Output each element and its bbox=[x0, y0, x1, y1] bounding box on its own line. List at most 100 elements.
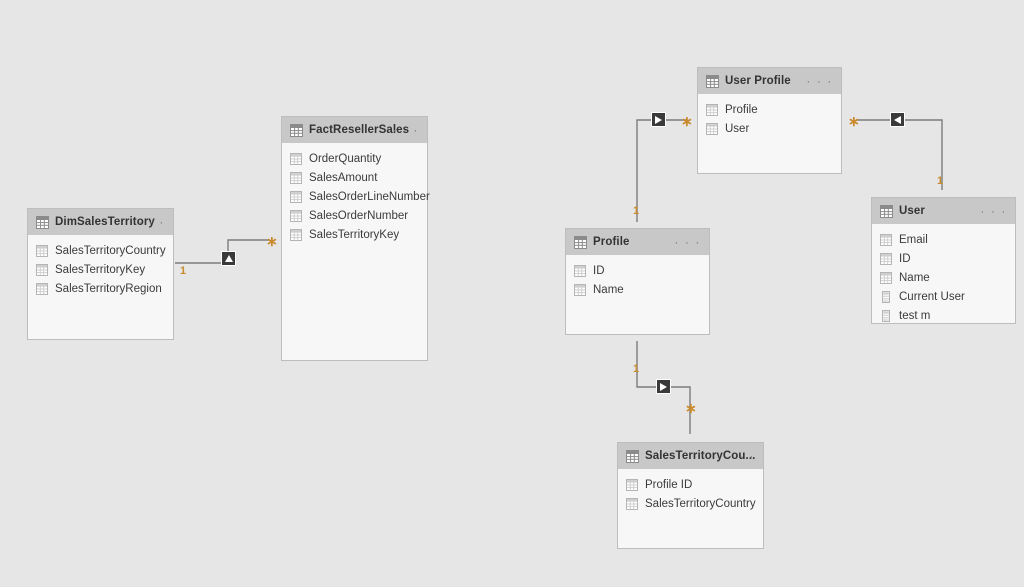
field-row[interactable]: Profile bbox=[698, 100, 841, 119]
table-title: User bbox=[899, 205, 925, 217]
column-icon bbox=[36, 282, 48, 295]
relationship-line-rel-userprofile-user[interactable] bbox=[857, 119, 943, 190]
field-row[interactable]: SalesOrderLineNumber bbox=[282, 187, 430, 206]
table-card-sales-territory-country[interactable]: SalesTerritoryCou...· · · Profile ID Sales… bbox=[617, 442, 764, 549]
field-row[interactable]: Profile ID bbox=[618, 475, 763, 494]
column-icon bbox=[880, 233, 892, 246]
table-menu-icon[interactable]: · · · bbox=[674, 235, 701, 249]
table-menu-icon[interactable]: · · · bbox=[392, 123, 419, 137]
column-icon bbox=[290, 228, 302, 241]
table-menu-icon[interactable]: · · · bbox=[138, 215, 165, 229]
field-row[interactable]: User bbox=[698, 119, 841, 138]
column-icon bbox=[36, 263, 48, 276]
field-label: Email bbox=[899, 233, 928, 246]
table-card-profile[interactable]: Profile · · · ID Name bbox=[565, 228, 710, 335]
field-row[interactable]: ID bbox=[566, 261, 709, 280]
table-header-fact-reseller-sales[interactable]: FactResellerSales· · · bbox=[282, 117, 427, 143]
column-icon bbox=[574, 264, 586, 277]
column-icon bbox=[626, 478, 638, 491]
field-row[interactable]: SalesTerritoryKey bbox=[28, 260, 173, 279]
cardinality-many-label: ∗ bbox=[681, 113, 693, 129]
filter-direction-arrow-icon[interactable] bbox=[651, 112, 666, 127]
arrow-triangle bbox=[224, 255, 233, 262]
table-header-user-profile[interactable]: User Profile · · · bbox=[698, 68, 841, 94]
filter-direction-arrow-icon[interactable] bbox=[221, 251, 236, 266]
table-fields-sales-territory-country: Profile ID SalesTerritoryCountry bbox=[618, 469, 763, 513]
arrow-triangle bbox=[660, 382, 667, 391]
field-row[interactable]: Email bbox=[872, 230, 1015, 249]
table-title: DimSalesTerritory bbox=[55, 216, 155, 228]
column-icon bbox=[626, 497, 638, 510]
table-icon bbox=[290, 123, 303, 137]
field-row[interactable]: ID bbox=[872, 249, 1015, 268]
field-label: test m bbox=[899, 309, 931, 322]
field-label: SalesTerritoryRegion bbox=[55, 282, 162, 295]
column-icon bbox=[880, 271, 892, 284]
field-row[interactable]: SalesTerritoryCountry bbox=[618, 494, 763, 513]
field-label: Name bbox=[899, 271, 930, 284]
table-title: User Profile bbox=[725, 75, 791, 87]
measure-icon bbox=[880, 290, 892, 303]
table-menu-icon[interactable]: · · · bbox=[728, 449, 755, 463]
field-row[interactable]: SalesTerritoryRegion bbox=[28, 279, 173, 298]
field-row[interactable]: Name bbox=[872, 268, 1015, 287]
table-title: FactResellerSales bbox=[309, 124, 410, 136]
field-row[interactable]: OrderQuantity bbox=[282, 149, 427, 168]
column-icon bbox=[290, 209, 302, 222]
relationship-line-rel-profile-userprofile[interactable] bbox=[636, 119, 688, 222]
field-label: ID bbox=[899, 252, 911, 265]
cardinality-one-label: 1 bbox=[937, 175, 944, 187]
table-title: SalesTerritoryCou... bbox=[645, 450, 756, 462]
field-row[interactable]: SalesOrderNumber bbox=[282, 206, 427, 225]
cardinality-many-label: ∗ bbox=[848, 113, 860, 129]
field-row[interactable]: SalesTerritoryCountry bbox=[28, 241, 173, 260]
field-label: SalesOrderLineNumber bbox=[309, 190, 430, 203]
table-icon bbox=[574, 235, 587, 249]
cardinality-one-label: 1 bbox=[633, 205, 640, 217]
filter-direction-arrow-icon[interactable] bbox=[890, 112, 905, 127]
field-row[interactable]: test m bbox=[872, 306, 1015, 325]
column-icon bbox=[290, 190, 302, 203]
table-header-sales-territory-country[interactable]: SalesTerritoryCou...· · · bbox=[618, 443, 763, 469]
column-icon bbox=[36, 244, 48, 257]
filter-direction-arrow-icon[interactable] bbox=[656, 379, 671, 394]
column-icon bbox=[706, 103, 718, 116]
field-label: OrderQuantity bbox=[309, 152, 382, 165]
field-label: ID bbox=[593, 264, 605, 277]
table-header-profile[interactable]: Profile · · · bbox=[566, 229, 709, 255]
table-header-dim-sales-territory[interactable]: DimSalesTerritory· · · bbox=[28, 209, 173, 235]
field-row[interactable]: SalesTerritoryKey bbox=[282, 225, 427, 244]
table-icon bbox=[626, 449, 639, 463]
column-icon bbox=[290, 152, 302, 165]
measure-icon bbox=[880, 309, 892, 322]
field-row[interactable]: Current User bbox=[872, 287, 1015, 306]
cardinality-many-label: ∗ bbox=[685, 400, 697, 416]
field-label: Profile ID bbox=[645, 478, 693, 491]
cardinality-one-label: 1 bbox=[633, 363, 640, 375]
field-row[interactable]: SalesAmount bbox=[282, 168, 427, 187]
field-label: Name bbox=[593, 283, 624, 296]
table-header-user[interactable]: User · · · bbox=[872, 198, 1015, 224]
table-menu-icon[interactable]: · · · bbox=[806, 74, 833, 88]
cardinality-one-label: 1 bbox=[180, 265, 187, 277]
field-label: SalesTerritoryKey bbox=[55, 263, 146, 276]
field-label: Profile bbox=[725, 103, 758, 116]
column-icon bbox=[290, 171, 302, 184]
arrow-triangle bbox=[894, 115, 901, 124]
table-title: Profile bbox=[593, 236, 630, 248]
field-row[interactable]: Name bbox=[566, 280, 709, 299]
table-menu-icon[interactable]: · · · bbox=[980, 204, 1007, 218]
table-card-dim-sales-territory[interactable]: DimSalesTerritory· · ·SalesTerritoryCoun… bbox=[27, 208, 174, 340]
field-label: SalesTerritoryCountry bbox=[55, 244, 166, 257]
field-label: SalesTerritoryCountry bbox=[645, 497, 756, 510]
column-icon bbox=[574, 283, 586, 296]
table-icon bbox=[706, 74, 719, 88]
column-icon bbox=[706, 122, 718, 135]
